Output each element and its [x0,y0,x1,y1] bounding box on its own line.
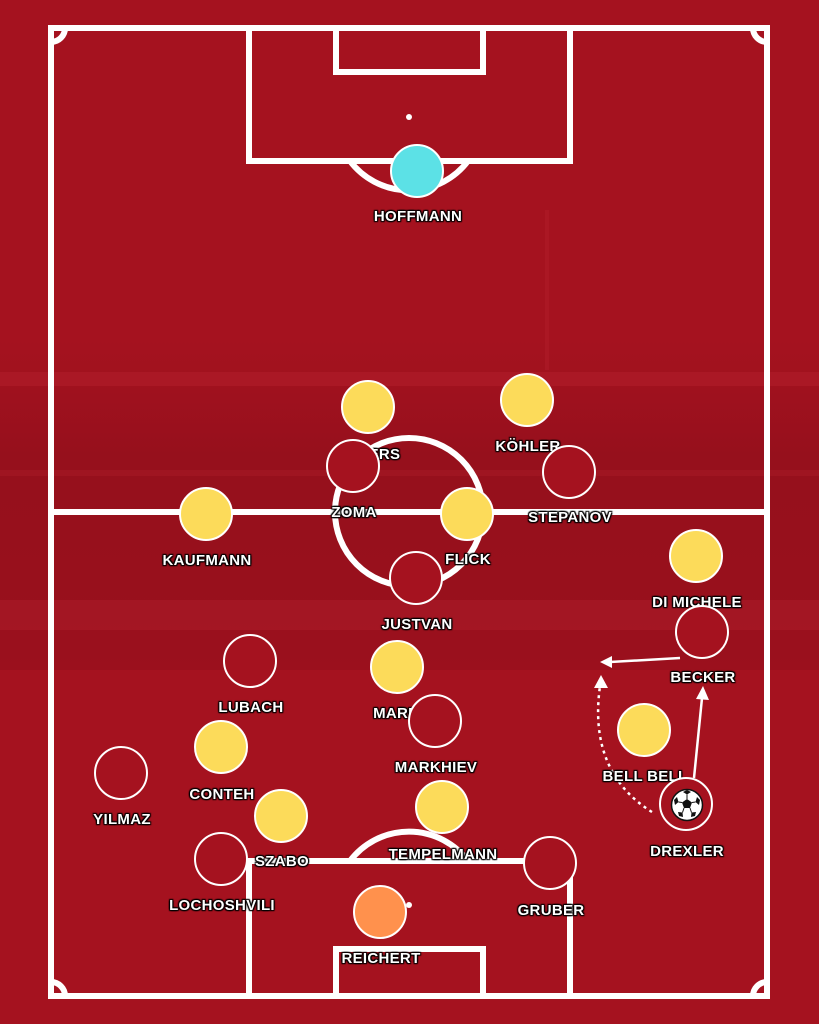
player-disc[interactable] [408,694,462,748]
player-disc[interactable] [370,640,424,694]
player-disc[interactable] [94,746,148,800]
player-disc[interactable] [326,439,380,493]
player-disc[interactable] [659,777,713,831]
player-disc[interactable] [353,885,407,939]
player-disc[interactable] [675,605,729,659]
player-name-label: KÖHLER [495,438,561,455]
player-name-label: BECKER [670,669,736,686]
player-name-label: DREXLER [650,843,724,860]
player-disc[interactable] [440,487,494,541]
player-disc[interactable] [542,445,596,499]
arrowheads [594,656,709,700]
player-disc[interactable] [179,487,233,541]
player-disc[interactable] [617,703,671,757]
player-disc[interactable] [669,529,723,583]
player-name-label: GRUBER [517,902,585,919]
player-name-label: SZABO [255,853,309,870]
player-disc[interactable] [341,380,395,434]
player-name-label: LUBACH [218,699,284,716]
player-name-label: FLICK [445,551,491,568]
player-name-label: HOFFMANN [373,208,463,225]
player-name-label: DI MICHELE [652,594,742,611]
player-name-label: BELL BELL [602,768,688,785]
player-name-label: CONTEH [189,786,255,803]
player-name-label: MARKHIEV [394,759,478,776]
player-disc[interactable] [390,144,444,198]
player-name-label: JUSTVAN [381,616,453,633]
player-disc[interactable] [523,836,577,890]
player-disc[interactable] [389,551,443,605]
soccer-ball-icon [670,788,704,827]
pass-arrow [609,656,681,664]
player-name-label: REICHERT [341,950,421,967]
player-name-label: ZOMA [331,504,377,521]
movement-arrows [596,656,704,814]
player-name-label: TEMPELMANN [388,846,498,863]
player-name-label: KAUFMANN [162,552,252,569]
player-name-label: LOCHOSHVILI [169,897,275,914]
player-name-label: YILMAZ [93,811,151,828]
player-disc[interactable] [194,720,248,774]
player-disc[interactable] [223,634,277,688]
player-disc[interactable] [415,780,469,834]
player-name-label: STEPANOV [528,509,612,526]
player-disc[interactable] [254,789,308,843]
player-disc[interactable] [500,373,554,427]
dribble-arrow [596,685,653,814]
run-arrow [692,697,704,779]
player-disc[interactable] [194,832,248,886]
